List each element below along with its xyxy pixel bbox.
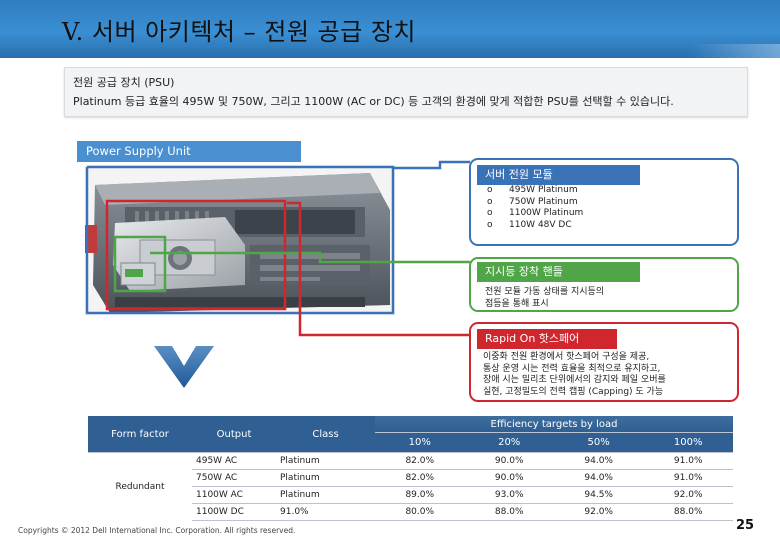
table-row: 1100W DC 91.0% 80.0% 88.0% 92.0% 88.0% — [88, 503, 733, 521]
power-module-title: 서버 전원 모듈 — [477, 165, 640, 185]
intro-heading: 전원 공급 장치 (PSU) — [73, 76, 175, 89]
efficiency-cell: 90.0% — [464, 469, 554, 487]
power-module-item: 1100W Platinum — [487, 208, 583, 220]
server-psu-image — [85, 165, 395, 315]
header-load: 50% — [553, 432, 644, 453]
efficiency-cell: 94.0% — [553, 452, 644, 470]
output-cell: 750W AC — [192, 469, 276, 487]
intro-description: Platinum 등급 효율의 495W 및 750W, 그리고 1100W (… — [73, 95, 674, 108]
header-load: 100% — [643, 432, 733, 453]
header-output: Output — [192, 416, 276, 453]
intro-box: 전원 공급 장치 (PSU) Platinum 등급 효율의 495W 및 75… — [64, 67, 748, 117]
power-module-item: 750W Platinum — [487, 197, 583, 209]
class-cell: 91.0% — [276, 503, 375, 521]
header-efficiency: Efficiency targets by load — [375, 416, 733, 434]
efficiency-cell: 91.0% — [643, 469, 733, 487]
table-row: 750W AC Platinum 82.0% 90.0% 94.0% 91.0% — [88, 469, 733, 487]
efficiency-cell: 92.0% — [553, 503, 644, 521]
header-load: 20% — [464, 432, 554, 453]
efficiency-cell: 90.0% — [464, 452, 554, 470]
efficiency-cell: 88.0% — [643, 503, 733, 521]
table-row: 1100W AC Platinum 89.0% 93.0% 94.5% 92.0… — [88, 486, 733, 504]
hotspare-text-line: 실현, 고정밀도의 전력 캡핑 (Capping) 도 가능 — [483, 386, 664, 397]
efficiency-cell: 93.0% — [464, 486, 554, 504]
table-row: Redundant 495W AC Platinum 82.0% 90.0% 9… — [88, 452, 733, 492]
indicator-text-line: 점등을 통해 표시 — [485, 298, 549, 309]
indicator-handle-text: 전원 모듈 가동 상태를 지시등의 점등을 통해 표시 — [485, 287, 604, 310]
power-module-list: 495W Platinum 750W Platinum 1100W Platin… — [487, 185, 583, 231]
table-subheader-row: 10% 20% 50% 100% — [88, 432, 733, 453]
hotspare-title: Rapid On 핫스페어 — [477, 329, 617, 349]
hotspare-text-line: 통상 운영 시는 전력 효율을 최적으로 유지하고, — [483, 363, 661, 374]
indicator-handle-title: 지시등 장착 핸들 — [477, 262, 640, 282]
header-load: 10% — [375, 432, 465, 453]
header-form-factor: Form factor — [88, 416, 192, 453]
output-cell: 1100W DC — [192, 503, 276, 521]
efficiency-cell: 80.0% — [375, 503, 465, 521]
indicator-handle-callout — [469, 257, 739, 312]
header-class: Class — [276, 416, 375, 453]
form-factor-value: Redundant — [115, 481, 165, 492]
power-module-callout — [469, 158, 739, 246]
efficiency-cell: 89.0% — [375, 486, 465, 504]
hotspare-text: 이중화 전원 환경에서 핫스페어 구성을 제공, 통상 운영 시는 전력 효율을… — [483, 352, 666, 398]
psu-banner: Power Supply Unit — [77, 141, 301, 162]
efficiency-cell: 82.0% — [375, 452, 465, 470]
hotspare-callout — [469, 322, 739, 402]
efficiency-cell: 94.0% — [553, 469, 644, 487]
power-module-item: 495W Platinum — [487, 185, 583, 197]
chevron-down-icon — [154, 346, 214, 388]
class-cell: Platinum — [276, 469, 375, 487]
efficiency-cell: 91.0% — [643, 452, 733, 470]
efficiency-cell: 88.0% — [464, 503, 554, 521]
class-cell: Platinum — [276, 452, 375, 470]
output-cell: 495W AC — [192, 452, 276, 470]
table-header-row: Form factor Output Class Efficiency targ… — [88, 416, 733, 453]
power-module-item: 110W 48V DC — [487, 220, 583, 232]
output-cell: 1100W AC — [192, 486, 276, 504]
page-title: V. 서버 아키텍처 – 전원 공급 장치 — [62, 18, 416, 46]
header-decoration — [690, 44, 780, 58]
efficiency-cell: 82.0% — [375, 469, 465, 487]
efficiency-cell: 92.0% — [643, 486, 733, 504]
page-number: 25 — [736, 518, 755, 533]
hotspare-text-line: 이중화 전원 환경에서 핫스페어 구성을 제공, — [483, 352, 650, 362]
efficiency-cell: 94.5% — [553, 486, 644, 504]
indicator-text-line: 전원 모듈 가동 상태를 지시등의 — [485, 287, 605, 297]
header-bar: V. 서버 아키텍처 – 전원 공급 장치 — [0, 0, 780, 58]
hotspare-text-line: 장애 시는 밀리초 단위에서의 감지와 페일 오버를 — [483, 375, 666, 385]
class-cell: Platinum — [276, 486, 375, 504]
copyright-text: Copyrights © 2012 Dell International Inc… — [18, 526, 296, 535]
efficiency-table: Form factor Output Class Efficiency targ… — [88, 416, 733, 521]
